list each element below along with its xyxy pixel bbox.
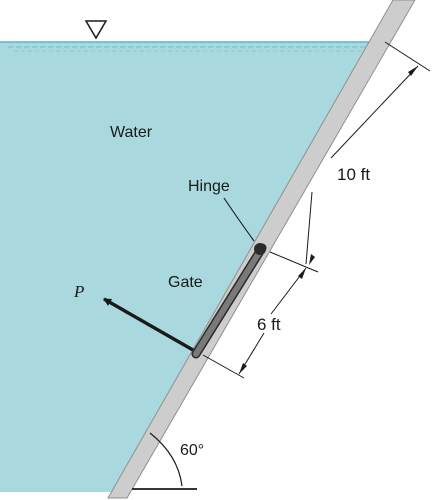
- gate-dimension-label: 6 ft: [257, 315, 281, 334]
- hinge-pin: [254, 243, 266, 255]
- angle-arc: [149, 432, 183, 487]
- force-label: P: [73, 282, 84, 301]
- wall-angle-label: 60°: [180, 442, 204, 459]
- upper-dimension-label: 10 ft: [337, 165, 370, 184]
- dimension-arrowheads: [239, 66, 418, 374]
- force-arrow: [103, 297, 194, 352]
- free-surface-icon: [84, 20, 108, 40]
- hinge-label: Hinge: [188, 178, 230, 195]
- free-surface: [0, 41, 375, 52]
- water-body: [0, 42, 375, 492]
- gate-face: [193, 245, 265, 357]
- gate-label: Gate: [168, 274, 203, 291]
- hinge-leader: [223, 197, 255, 242]
- water-label: Water: [110, 124, 153, 141]
